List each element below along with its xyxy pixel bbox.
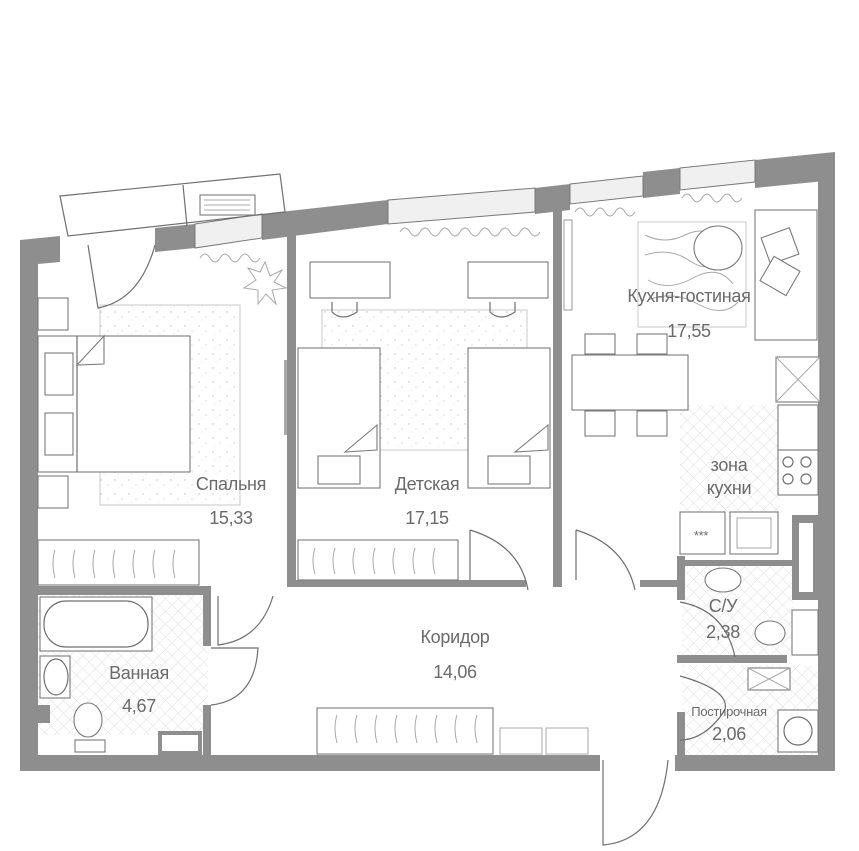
plant-icon: [242, 260, 288, 306]
room-area-laundry: 2,06: [712, 724, 746, 744]
wc-door: [679, 601, 736, 658]
cooktop: [777, 449, 819, 496]
doors[interactable]: [210, 529, 736, 846]
balcony: [59, 173, 286, 309]
nightstand: [37, 475, 69, 509]
desk: [467, 261, 549, 299]
room-area-corridor: 14,06: [433, 662, 477, 682]
room-name-bedroom: Спальня: [195, 474, 267, 494]
dining-table: [571, 354, 689, 411]
room-name-kitchen-living: Кухня-гостиная: [627, 286, 751, 306]
room-area-bathroom: 4,67: [122, 696, 156, 716]
rug-pattern: [644, 230, 739, 311]
corridor-wardrobe: [316, 707, 494, 755]
armchair-table: [693, 225, 743, 271]
windows: [194, 159, 756, 249]
room-area-kitchen-living: 17,55: [667, 321, 711, 341]
stove-symbol: ***: [693, 528, 709, 543]
laundry-door: [679, 675, 727, 741]
kitchen-zone-line2: кухни: [706, 478, 752, 498]
kids-door: [469, 529, 529, 591]
nightstand: [37, 297, 69, 331]
desk: [309, 261, 391, 299]
kitchen-door: [575, 529, 636, 591]
kitchen-sink: [729, 511, 779, 555]
wardrobe: [37, 539, 200, 586]
toilet: [754, 620, 786, 646]
walls: [20, 152, 835, 771]
kitchen-zone-line1: зона: [710, 455, 748, 475]
ventilation-shaft: [793, 517, 819, 598]
wardrobe: [297, 539, 459, 581]
room-name-kids: Детская: [394, 474, 460, 494]
room-name-wc: С/У: [708, 596, 738, 616]
room-area-wc: 2,38: [706, 622, 740, 642]
wc-sink: [704, 567, 742, 593]
room-area-kids: 17,15: [405, 508, 449, 528]
bath-sink: [39, 655, 71, 699]
bathtub: [39, 596, 153, 652]
balcony-door[interactable]: [87, 244, 156, 309]
entrance-door: [602, 759, 669, 846]
bedroom-door: [217, 595, 274, 646]
room-area-bedroom: 15,33: [209, 508, 253, 528]
room-name-corridor: Коридор: [420, 627, 490, 647]
room-name-bathroom: Ванная: [109, 663, 169, 683]
bath-toilet: [73, 702, 103, 738]
bathroom-door: [210, 647, 259, 706]
kitchen-zone-tile: [680, 405, 780, 515]
oven: [679, 511, 726, 555]
room-name-laundry: Постирочная: [691, 704, 767, 719]
